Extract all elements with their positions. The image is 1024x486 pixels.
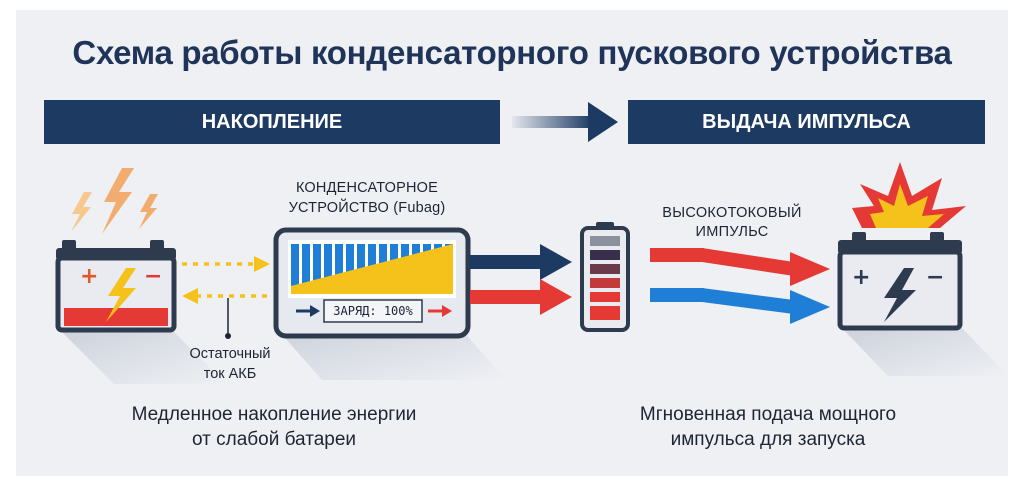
- stage-transition-arrow: [512, 102, 618, 142]
- charge-bars: [291, 244, 453, 294]
- weak-battery-icon: [55, 168, 226, 384]
- residual-flow-arrow: [182, 288, 270, 304]
- impulse-label-line2: ИМПУЛЬС: [695, 224, 769, 240]
- device-label-line1: КОНДЕНСАТОРНОЕ: [295, 180, 439, 196]
- impulse-arrow-blue: [650, 288, 830, 324]
- stage-banner-discharge: ВЫДАЧА ИМПУЛЬСА: [628, 100, 985, 144]
- right-battery-plus-label: +: [852, 265, 870, 290]
- spark-icon: [71, 168, 158, 234]
- impulse-label-line1: ВЫСОКОТОКОВЫЙ: [662, 205, 802, 221]
- caption-right-line1: Мгновенная подача мощного: [639, 404, 897, 425]
- capacitor-cell-icon: [580, 222, 630, 332]
- output-arrow-navy: [470, 244, 572, 280]
- page-title: Схема работы конденсаторного пускового у…: [72, 34, 952, 71]
- output-arrow-red: [470, 279, 572, 315]
- charge-arrow-in-icon: [296, 305, 320, 317]
- charge-flow-arrow: [182, 256, 270, 272]
- battery-minus-label: −: [144, 264, 162, 289]
- caption-right-line2: импульса для запуска: [670, 429, 866, 450]
- capacitor-device: [273, 227, 506, 380]
- caption-left-line1: Медленное накопление энергии: [131, 404, 417, 425]
- caption-accumulation: Медленное накопление энергии от слабой б…: [84, 402, 464, 452]
- right-battery-minus-label: −: [926, 265, 944, 290]
- explosion-icon: [852, 162, 966, 228]
- residual-label-line1: Остаточный: [189, 346, 271, 362]
- residual-label-pointer: [225, 298, 231, 339]
- impulse-arrow-red: [650, 248, 830, 286]
- charge-status-readout: ЗАРЯД: 100%: [333, 304, 413, 318]
- impulse-label: ВЫСОКОТОКОВЫЙ ИМПУЛЬС: [632, 204, 832, 242]
- caption-left-line2: от слабой батареи: [191, 429, 357, 450]
- device-label-line2: УСТРОЙСТВО (Fubag): [288, 200, 446, 216]
- caption-discharge: Мгновенная подача мощного импульса для з…: [578, 402, 958, 452]
- residual-current-label: Остаточный ток АКБ: [150, 344, 310, 384]
- device-label: КОНДЕНСАТОРНОЕ УСТРОЙСТВО (Fubag): [262, 178, 472, 218]
- residual-label-line2: ток АКБ: [203, 366, 257, 382]
- battery-plus-label: +: [80, 264, 98, 289]
- engine-start-battery-icon: [837, 162, 1008, 376]
- stage-banner-accumulation: НАКОПЛЕНИЕ: [44, 100, 500, 144]
- charge-arrow-out-icon: [428, 305, 452, 317]
